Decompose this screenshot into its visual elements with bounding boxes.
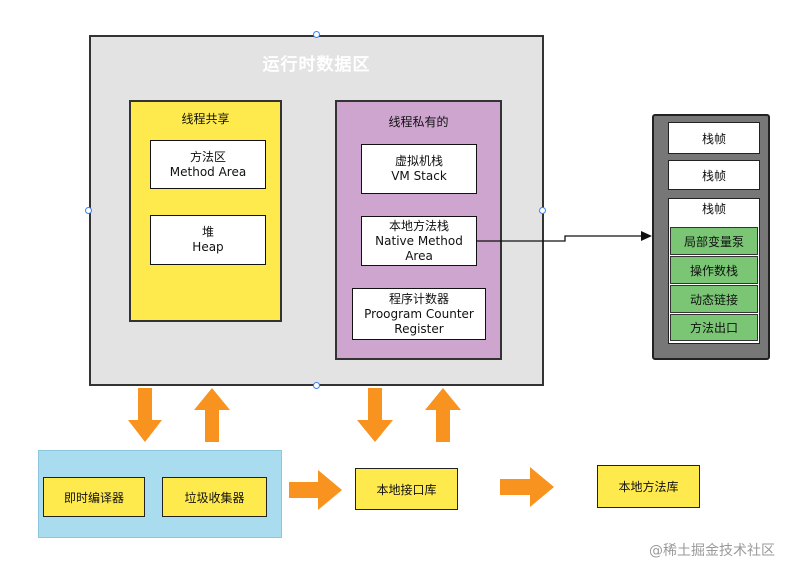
arrow-up-right [425,388,461,442]
heap-box: 堆 Heap [150,215,266,265]
dynamic-linking: 动态链接 [670,285,758,313]
thread-private-title: 线程私有的 [388,115,449,129]
vm-stack-cn: 虚拟机栈 [394,154,443,168]
arrow-right-to-library [500,467,554,507]
method-area-en: Method Area [169,164,247,179]
jit-compiler-box: 即时编译器 [43,477,145,517]
native-method-library-box: 本地方法库 [597,465,700,508]
arrow-down-left [128,388,162,442]
selection-handle-top[interactable] [313,31,320,38]
connector-arrowhead [641,231,652,241]
method-area-cn: 方法区 [189,149,226,164]
pc-register-en1: Proogram Counter [364,306,474,321]
operand-stack: 操作数栈 [670,256,758,284]
heap-en: Heap [192,240,224,254]
selection-handle-bottom[interactable] [313,382,320,389]
connector-to-stack-frames [477,235,642,242]
native-interface-box: 本地接口库 [355,468,458,510]
arrow-up-left [194,388,230,442]
native-stack-en1: Native Method [375,233,463,248]
stack-frame-1: 栈帧 [668,122,760,154]
selection-handle-left[interactable] [85,207,92,214]
local-variable-table: 局部变量泵 [670,227,758,255]
native-stack-cn: 本地方法栈 [388,218,449,233]
thread-shared-group [129,100,282,322]
arrow-down-right [357,388,393,442]
stack-frame-3-label: 栈帧 [701,201,726,216]
method-area-box: 方法区 Method Area [150,140,266,189]
stack-frame-2: 栈帧 [668,160,760,190]
selection-handle-right[interactable] [539,207,546,214]
pc-register-box: 程序计数器 Proogram Counter Register [352,288,486,340]
native-method-stack-box: 本地方法栈 Native Method Area [361,216,477,266]
garbage-collector-box: 垃圾收集器 [162,477,267,517]
heap-cn: 堆 [201,225,214,239]
pc-register-en2: Register [394,321,444,336]
native-stack-en2: Area [405,248,433,263]
thread-shared-title: 线程共享 [181,112,230,126]
watermark: @稀土掘金技术社区 [649,543,775,559]
runtime-data-area-title: 运行时数据区 [262,55,371,75]
vm-stack-en: VM Stack [391,169,447,183]
method-exit: 方法出口 [670,314,758,341]
vm-stack-box: 虚拟机栈 VM Stack [361,144,477,194]
arrow-right-to-interface [289,470,342,510]
pc-register-cn: 程序计数器 [388,291,449,306]
